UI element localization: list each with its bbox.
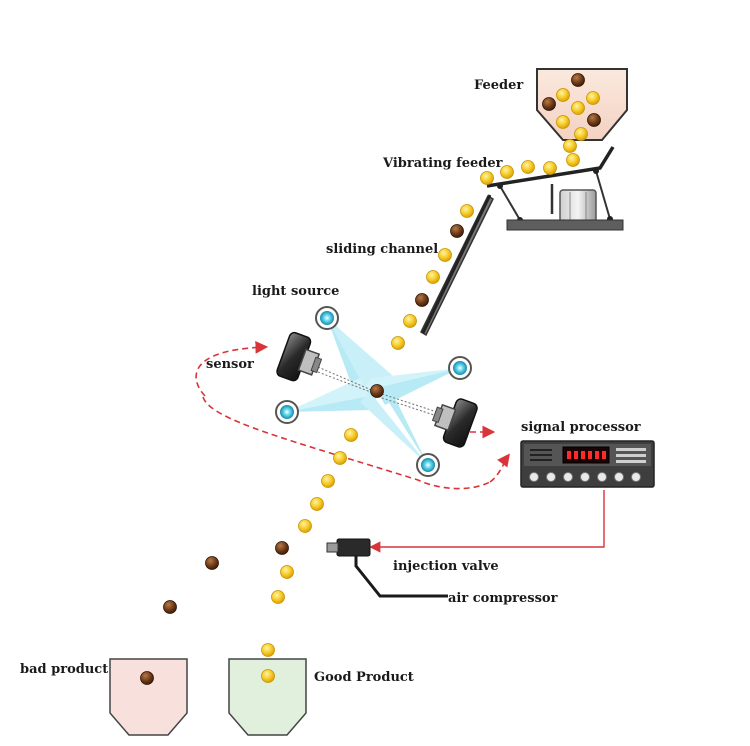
- good-bean: [574, 127, 588, 141]
- label-signal-processor: signal processor: [521, 420, 641, 435]
- signal-lines: [195, 340, 510, 490]
- bad-bean: [415, 293, 429, 307]
- bad-bean: [450, 224, 464, 238]
- label-injection-valve: injection valve: [393, 559, 499, 574]
- light-beams: [287, 318, 460, 465]
- good-bean: [563, 139, 577, 153]
- label-good-product: Good Product: [314, 670, 414, 685]
- sensor-camera-right: [431, 398, 478, 448]
- good-bean: [261, 669, 275, 683]
- vibrating-feeder: [486, 146, 624, 231]
- good-bean: [500, 165, 514, 179]
- light-source-right: [448, 356, 472, 380]
- bad-product-bin: [109, 658, 188, 736]
- label-bad-product: bad product: [20, 662, 109, 677]
- good-bean: [403, 314, 417, 328]
- label-sensor: sensor: [206, 357, 254, 372]
- good-bean: [344, 428, 358, 442]
- label-sliding-channel: sliding channel: [326, 242, 439, 257]
- bad-bean: [205, 556, 219, 570]
- good-bean: [271, 590, 285, 604]
- good-product-bin: [228, 658, 307, 736]
- good-bean: [556, 115, 570, 129]
- label-light-source: light source: [252, 284, 340, 299]
- label-air-compressor: air compressor: [448, 591, 558, 606]
- good-bean: [391, 336, 405, 350]
- good-bean: [543, 161, 557, 175]
- label-vibrating-feeder: Vibrating feeder: [383, 156, 503, 171]
- signal-processor: [520, 440, 655, 488]
- good-bean: [438, 248, 452, 262]
- good-bean: [521, 160, 535, 174]
- bad-bean: [370, 384, 384, 398]
- good-bean: [298, 519, 312, 533]
- light-source-bottom: [416, 453, 440, 477]
- good-bean: [571, 101, 585, 115]
- sliding-channel: [420, 194, 494, 337]
- good-bean: [261, 643, 275, 657]
- good-bean: [426, 270, 440, 284]
- good-bean: [556, 88, 570, 102]
- label-feeder: Feeder: [474, 78, 524, 93]
- good-bean: [321, 474, 335, 488]
- good-bean: [310, 497, 324, 511]
- sensor-camera-left: [276, 331, 323, 382]
- bad-bean: [163, 600, 177, 614]
- bad-bean: [571, 73, 585, 87]
- good-bean: [480, 171, 494, 185]
- injection-valve: [326, 538, 448, 598]
- good-bean: [586, 91, 600, 105]
- light-source-top: [315, 306, 339, 330]
- light-source-left: [275, 400, 299, 424]
- beans: [140, 73, 601, 685]
- good-bean: [333, 451, 347, 465]
- bad-bean: [587, 113, 601, 127]
- bad-bean: [140, 671, 154, 685]
- good-bean: [566, 153, 580, 167]
- good-bean: [460, 204, 474, 218]
- bad-bean: [542, 97, 556, 111]
- good-bean: [280, 565, 294, 579]
- processor-to-valve-line: [369, 490, 605, 553]
- bad-bean: [275, 541, 289, 555]
